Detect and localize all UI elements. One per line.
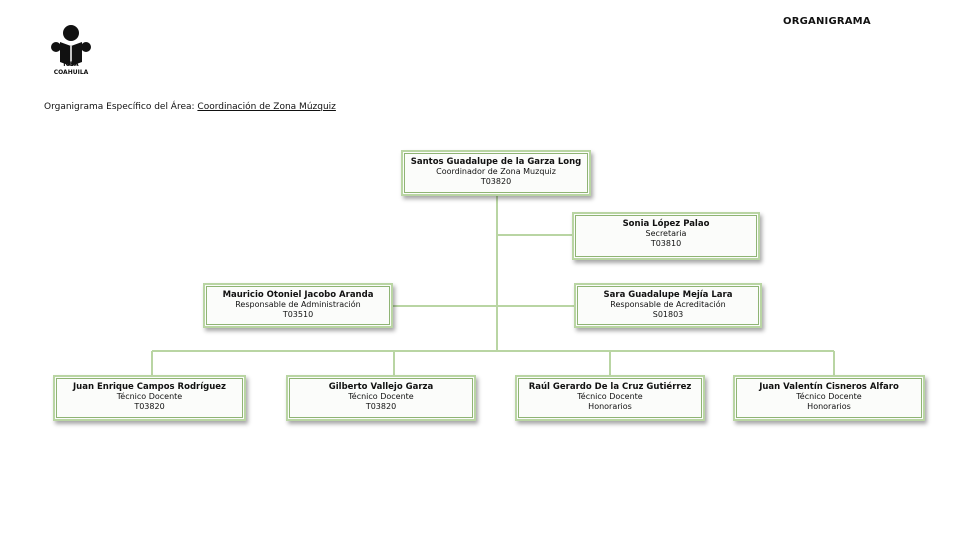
- node-code: T03510: [282, 310, 314, 319]
- node-name: Juan Enrique Campos Rodríguez: [73, 382, 226, 392]
- logo-text-icea: ICEA: [63, 61, 79, 68]
- page-title: ORGANIGRAMA: [783, 16, 871, 27]
- node-role: Técnico Docente: [116, 392, 183, 401]
- node-secretary[interactable]: Sonia López Palao Secretaria T03810: [572, 212, 760, 260]
- node-code: Honorarios: [588, 402, 632, 411]
- node-teacher-1[interactable]: Juan Enrique Campos Rodríguez Técnico Do…: [53, 375, 246, 421]
- node-name: Santos Guadalupe de la Garza Long: [410, 157, 582, 167]
- node-role: Técnico Docente: [348, 392, 414, 401]
- node-code: T03820: [365, 402, 397, 411]
- node-role: Secretaria: [645, 229, 687, 238]
- node-name: Sonia López Palao: [622, 219, 710, 229]
- node-name: Mauricio Otoniel Jacobo Aranda: [222, 290, 374, 300]
- node-name: Raúl Gerardo De la Cruz Gutiérrez: [528, 382, 692, 392]
- node-code: Honorarios: [807, 402, 851, 411]
- node-teacher-4[interactable]: Juan Valentín Cisneros Alfaro Técnico Do…: [733, 375, 925, 421]
- node-name: Juan Valentín Cisneros Alfaro: [759, 382, 899, 392]
- node-name: Sara Guadalupe Mejía Lara: [603, 290, 733, 300]
- node-code: T03810: [650, 239, 682, 248]
- node-role: Responsable de Acreditación: [610, 300, 726, 309]
- node-accreditation[interactable]: Sara Guadalupe Mejía Lara Responsable de…: [574, 283, 762, 328]
- node-code: T03820: [134, 402, 165, 411]
- subtitle-prefix: Organigrama Específico del Área:: [44, 102, 198, 112]
- icea-logo-icon: [51, 25, 91, 66]
- node-teacher-2[interactable]: Gilberto Vallejo Garza Técnico Docente T…: [286, 375, 476, 421]
- node-code: S01803: [652, 310, 684, 319]
- subtitle: Organigrama Específico del Área: Coordin…: [44, 102, 336, 112]
- node-role: Coordinador de Zona Muzquiz: [436, 167, 556, 176]
- node-admin[interactable]: Mauricio Otoniel Jacobo Aranda Responsab…: [203, 283, 393, 328]
- node-teacher-3[interactable]: Raúl Gerardo De la Cruz Gutiérrez Técnic…: [515, 375, 705, 421]
- logo-text-coahuila: COAHUILA: [53, 69, 89, 76]
- node-code: T03820: [480, 177, 512, 186]
- subtitle-area-link[interactable]: Coordinación de Zona Múzquiz: [197, 102, 336, 112]
- node-role: Técnico Docente: [796, 392, 862, 401]
- node-name: Gilberto Vallejo Garza: [328, 382, 434, 392]
- node-role: Responsable de Administración: [235, 300, 361, 309]
- node-role: Técnico Docente: [577, 392, 643, 401]
- node-coordinator[interactable]: Santos Guadalupe de la Garza Long Coordi…: [401, 150, 591, 196]
